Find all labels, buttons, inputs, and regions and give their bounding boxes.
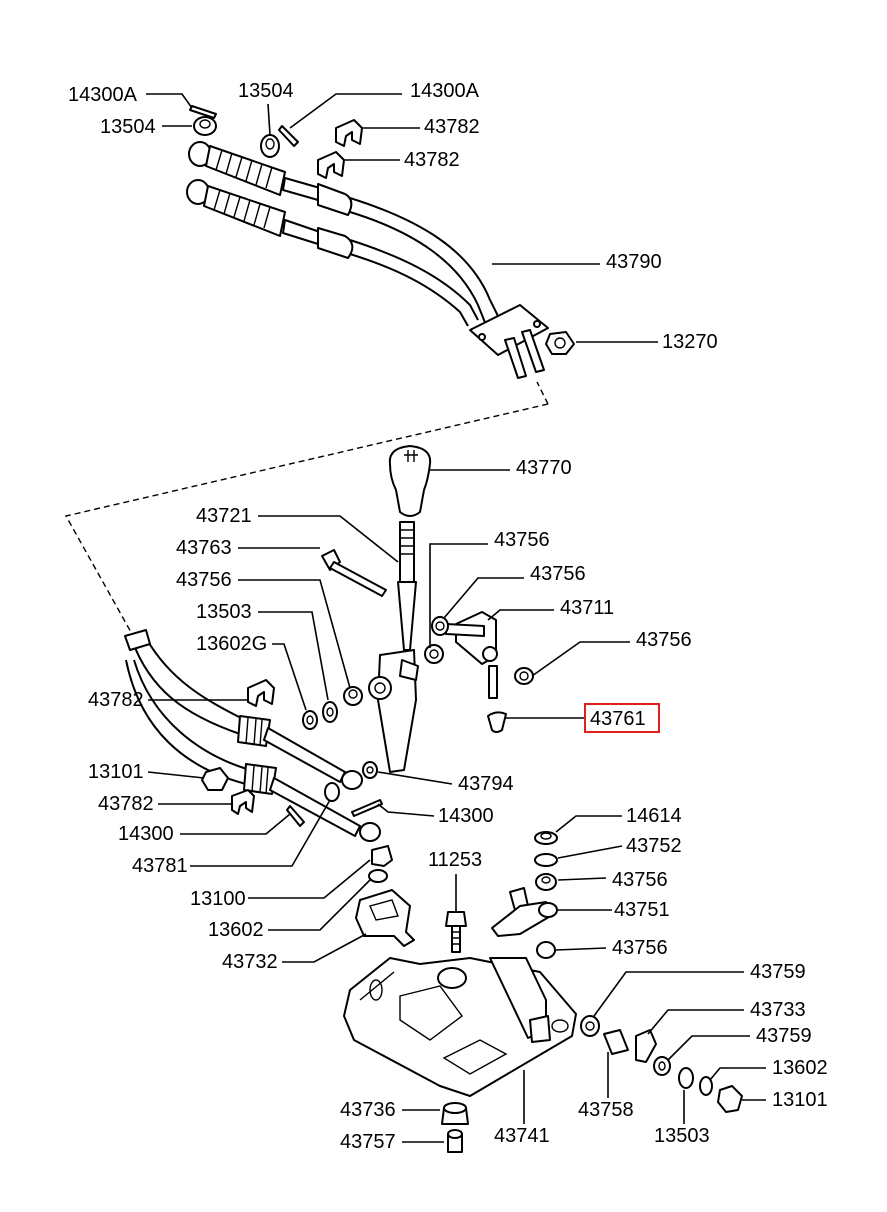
nut-13101-b: [717, 1085, 743, 1113]
cable-lower-43781: [124, 629, 381, 842]
label-13602g: 13602G: [196, 633, 267, 655]
shift-lever-assembly: [302, 445, 534, 779]
label-43756-a: 43756: [176, 569, 232, 591]
link-43751: [491, 887, 558, 937]
pin-14300a-right: [278, 125, 299, 147]
bracket-43711: [445, 611, 498, 699]
clip-43782-b: [317, 151, 345, 179]
cable-end-upper: [188, 141, 353, 216]
bolt-11253: [445, 911, 467, 953]
label-14300: 14300: [438, 805, 494, 827]
nut-13270: [545, 331, 575, 355]
nut-13100: [371, 845, 393, 867]
clip-43761: [487, 711, 507, 733]
sleeve-43758: [603, 1029, 629, 1055]
bracket-43733: [635, 1029, 657, 1063]
bushing-43756-f: [536, 941, 556, 959]
label-43761: 43761: [590, 708, 646, 730]
shift-knob-43770: [388, 445, 432, 517]
bolt-43763: [321, 549, 387, 597]
label-43741: 43741: [494, 1125, 550, 1147]
cable-end-lower: [186, 179, 354, 259]
label-13503-a: 13503: [196, 601, 252, 623]
pin-14300-left: [286, 805, 305, 827]
label-43751: 43751: [614, 899, 670, 921]
clip-43782-c: [247, 679, 275, 707]
shift-lever-43721: [368, 521, 419, 773]
label-43763: 43763: [176, 537, 232, 559]
label-43782-b: 43782: [404, 149, 460, 171]
label-43782-c: 43782: [88, 689, 144, 711]
base-plate-43741: [343, 957, 577, 1097]
label-43732: 43732: [222, 951, 278, 973]
label-14300-left: 14300: [118, 823, 174, 845]
washer-13503-mid: [324, 782, 340, 802]
label-13101-b: 13101: [772, 1089, 828, 1111]
bushing-43756-b: [431, 616, 449, 636]
label-43756-d: 43756: [636, 629, 692, 651]
bushing-43759-b: [653, 1056, 671, 1076]
label-13100: 13100: [190, 888, 246, 910]
label-13504-left: 13504: [100, 116, 156, 138]
label-43756-f: 43756: [612, 937, 668, 959]
bushing-43794: [362, 761, 378, 779]
label-43782-a: 43782: [424, 116, 480, 138]
highlight-box: [584, 703, 660, 733]
part-labels: 14300A 13504 14300A 13504 43782 43782 43…: [68, 80, 828, 1153]
bracket-43732: [355, 889, 415, 947]
label-13504-top: 13504: [238, 80, 294, 102]
label-43752: 43752: [626, 835, 682, 857]
bushing-43736: [441, 1102, 469, 1125]
label-43759-a: 43759: [750, 961, 806, 983]
connector-dashed: [64, 381, 549, 635]
cable-assembly-top: [186, 105, 575, 379]
label-43721: 43721: [196, 505, 252, 527]
washer-13602-a: [368, 869, 388, 883]
bushing-43756-left: [343, 686, 363, 706]
nut-13504-top: [260, 134, 280, 158]
pin-14300-right: [351, 799, 383, 817]
label-14300a-left: 14300A: [68, 84, 138, 106]
nut-13101-a: [201, 767, 229, 791]
washer-43752: [534, 853, 558, 867]
nut-13504-left: [193, 116, 217, 136]
label-43759-b: 43759: [756, 1025, 812, 1047]
pin-14300a-left: [189, 105, 217, 119]
bushing-43756-e: [535, 873, 557, 891]
label-43770: 43770: [516, 457, 572, 479]
label-43790: 43790: [606, 251, 662, 273]
clip-43782-a: [335, 119, 363, 147]
label-43736: 43736: [340, 1099, 396, 1121]
washer-14614: [534, 831, 558, 845]
washer-13503-b: [678, 1067, 694, 1089]
label-13270: 13270: [662, 331, 718, 353]
label-11253: 11253: [428, 849, 482, 871]
label-43756-b: 43756: [494, 529, 550, 551]
label-13602-a: 13602: [208, 919, 264, 941]
washer-13503-a: [322, 701, 338, 723]
bushing-43756-a: [424, 644, 444, 664]
label-43757: 43757: [340, 1131, 396, 1153]
washer-13602-b: [699, 1076, 713, 1096]
label-14614: 14614: [626, 805, 682, 827]
washer-13602g: [302, 710, 318, 730]
label-43756-e: 43756: [612, 869, 668, 891]
label-13101-a: 13101: [88, 761, 144, 783]
bushing-43759-a: [580, 1015, 600, 1037]
label-13602-b: 13602: [772, 1057, 828, 1079]
label-43711: 43711: [560, 597, 614, 619]
label-43794: 43794: [458, 773, 514, 795]
bushing-43757: [447, 1129, 463, 1153]
label-43733: 43733: [750, 999, 806, 1021]
label-14300a-right: 14300A: [410, 80, 480, 102]
clip-43782-d: [231, 789, 255, 815]
label-43756-c: 43756: [530, 563, 586, 585]
label-43758: 43758: [578, 1099, 634, 1121]
label-43782-d: 43782: [98, 793, 154, 815]
label-43781: 43781: [132, 855, 188, 877]
label-13503-b: 13503: [654, 1125, 710, 1147]
bushing-43756-d: [514, 667, 534, 685]
leader-lines: [146, 93, 766, 1143]
